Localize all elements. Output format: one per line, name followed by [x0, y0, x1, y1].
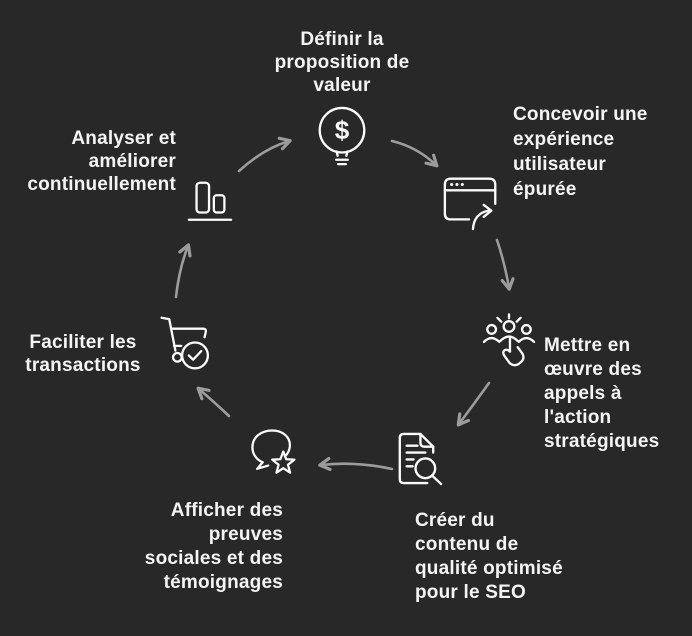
step-label-define-value: Définir la proposition de valeur: [274, 29, 410, 96]
step-label-transactions: Faciliter les transactions: [25, 332, 141, 376]
bar-chart-icon: [186, 176, 234, 226]
cart-check-icon: [153, 311, 216, 375]
lightbulb-dollar-icon: $: [311, 104, 373, 170]
arrow-transactions-to-analyze: [174, 243, 192, 299]
arrow-social-to-transactions: [196, 386, 231, 418]
step-label-social-proof: Afficher des preuves sociales et des tém…: [144, 500, 283, 593]
step-label-analyze: Analyser et améliorer continuellement: [27, 128, 176, 195]
arrow-ux-to-cta: [495, 238, 515, 291]
chat-star-icon: [244, 424, 302, 480]
arrow-cta-to-seo: [456, 381, 491, 427]
arrow-define-to-ux: [390, 139, 439, 168]
audience-click-icon: [481, 311, 537, 369]
step-label-seo-content: Créer du contenu de qualité optimisé pou…: [415, 510, 563, 603]
step-label-ux-design: Concevoir une expérience utilisateur épu…: [513, 104, 648, 200]
arrow-analyze-to-define: [237, 136, 292, 173]
arrow-seo-to-social: [318, 457, 394, 472]
document-search-icon: [388, 428, 445, 487]
browser-arrow-icon: [441, 167, 503, 233]
step-label-cta: Mettre en œuvre des appels à l'action st…: [544, 335, 660, 452]
dollar-glyph: $: [335, 115, 350, 145]
